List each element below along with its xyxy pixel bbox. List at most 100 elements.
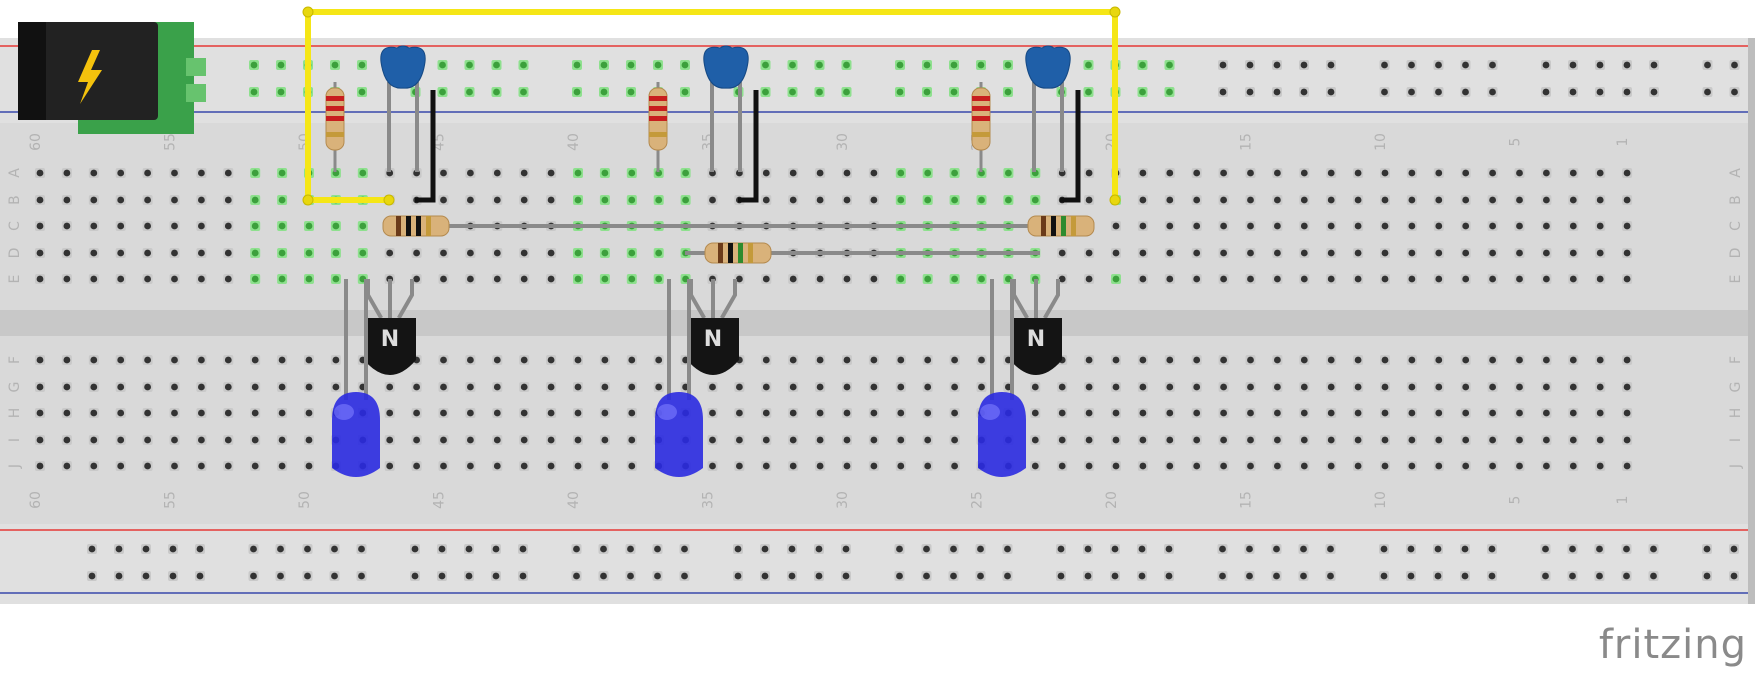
hole: [1462, 249, 1470, 257]
hole: [1407, 572, 1415, 580]
hole: [251, 436, 259, 444]
hole: [520, 88, 527, 96]
hole: [789, 88, 796, 96]
hole: [1084, 545, 1092, 553]
hole: [950, 572, 957, 580]
column-label-top: 10: [1373, 133, 1389, 151]
hole: [1139, 275, 1147, 283]
hole: [897, 462, 905, 470]
hole: [63, 462, 71, 470]
hole: [736, 462, 743, 470]
row-label: G: [1728, 382, 1744, 393]
hole: [628, 169, 636, 177]
hole: [1327, 61, 1335, 69]
hole: [467, 249, 474, 257]
hole: [305, 436, 313, 444]
hole: [816, 409, 824, 417]
hole: [117, 383, 125, 391]
hole: [1731, 88, 1738, 96]
hole: [1543, 222, 1550, 230]
hole: [816, 196, 824, 204]
hole: [1381, 88, 1388, 96]
hole: [1380, 545, 1388, 553]
hole: [1085, 275, 1093, 283]
hole: [250, 572, 257, 580]
row-label: I: [1728, 438, 1744, 442]
hole: [1381, 222, 1389, 230]
hole: [923, 88, 931, 96]
hole: [519, 572, 527, 580]
hole: [305, 383, 313, 391]
hole: [117, 436, 125, 444]
hole: [1569, 436, 1577, 444]
hole: [1247, 222, 1254, 230]
hole: [1193, 436, 1201, 444]
hole: [1166, 169, 1174, 177]
hole: [36, 222, 44, 230]
jumper-wire-black: [738, 90, 759, 203]
hole: [601, 462, 609, 470]
hole: [224, 409, 232, 417]
lightning-icon: [78, 50, 102, 104]
hole: [815, 572, 823, 580]
resistor-band: [416, 216, 421, 236]
fritzing-watermark: fritzing: [1598, 622, 1747, 668]
hole: [1542, 572, 1549, 580]
column-label-top: 1: [1615, 138, 1631, 147]
resistor-band: [649, 106, 667, 111]
hole: [709, 462, 716, 470]
hole: [601, 409, 609, 417]
hole: [870, 275, 878, 283]
hole: [1731, 61, 1738, 69]
transistor-lead: [397, 279, 414, 319]
resistor-band: [972, 106, 990, 111]
jumper-end: [1109, 6, 1121, 18]
hole: [655, 275, 663, 283]
hole: [1220, 409, 1227, 417]
hole: [1462, 436, 1470, 444]
hole: [358, 61, 366, 69]
hole: [1300, 409, 1308, 417]
hole: [1650, 545, 1657, 553]
hole: [1354, 409, 1362, 417]
hole: [1273, 572, 1280, 580]
hole: [1703, 545, 1711, 553]
hole: [1058, 409, 1066, 417]
hole: [90, 436, 98, 444]
hole: [682, 169, 689, 177]
hole: [1219, 88, 1227, 96]
column-label-bottom: 45: [432, 491, 448, 509]
hole: [36, 196, 44, 204]
hole: [1516, 275, 1523, 283]
hole: [493, 409, 501, 417]
board-edge: [1748, 38, 1755, 604]
rail-holes: [87, 60, 1740, 581]
column-label-top: 55: [163, 133, 179, 151]
hole: [1569, 222, 1577, 230]
hole: [978, 383, 985, 391]
hole: [198, 383, 205, 391]
hole: [1516, 383, 1523, 391]
hole: [1489, 196, 1496, 204]
hole: [117, 356, 125, 364]
hole: [224, 462, 232, 470]
hole: [413, 275, 420, 283]
hole: [627, 572, 634, 580]
resistor-band: [649, 116, 667, 121]
hole: [278, 196, 286, 204]
hole: [977, 61, 985, 69]
hole: [278, 409, 286, 417]
hole: [1300, 88, 1308, 96]
resistor-band: [396, 216, 401, 236]
hole: [1327, 88, 1335, 96]
hole: [36, 409, 44, 417]
hole: [1139, 222, 1147, 230]
row-label: J: [7, 464, 23, 469]
hole: [250, 88, 258, 96]
hole: [870, 462, 878, 470]
led-highlight: [980, 404, 1000, 420]
hole: [601, 383, 609, 391]
power-jack-barrel: [18, 22, 46, 120]
hole: [278, 222, 286, 230]
hole: [951, 436, 958, 444]
